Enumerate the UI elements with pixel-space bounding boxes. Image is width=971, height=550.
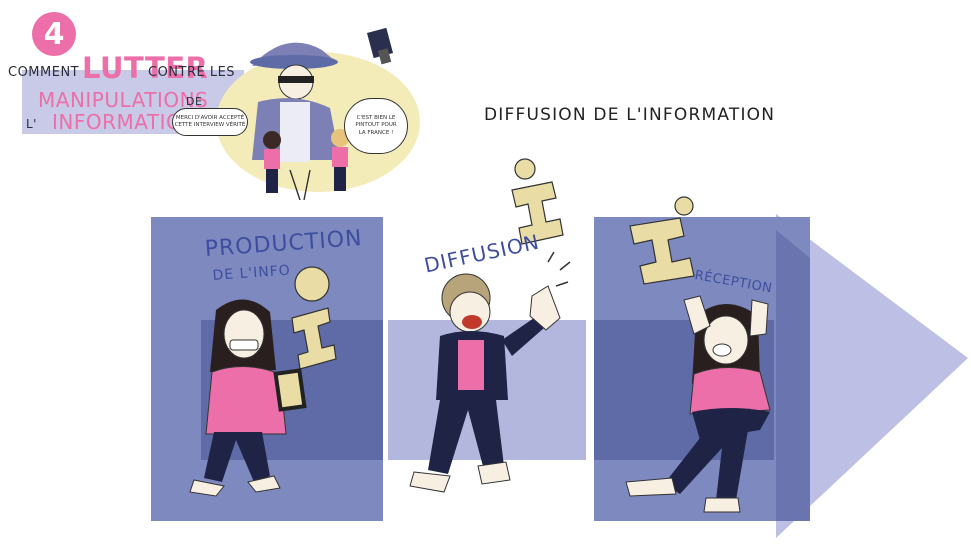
projector-icon — [366, 27, 394, 65]
title-manipulations: MANIPULATIONS — [38, 88, 209, 112]
diffuser-character — [409, 251, 571, 493]
title-comment: COMMENT — [8, 65, 80, 80]
info-i-icon — [511, 158, 564, 245]
speech-bubble-left: MERCI D'AVOIR ACCEPTÉ CETTE INTERVIEW VÉ… — [172, 108, 248, 136]
title-lutter: LUTTER — [82, 51, 209, 85]
receiver-character — [625, 295, 771, 513]
title-l: L' — [26, 117, 37, 131]
info-i-icon — [291, 266, 337, 370]
title-de: DE — [186, 95, 203, 108]
title-information: INFORMATION — [52, 110, 198, 134]
speech-bubble-right: C'EST BIEN LE PINTOUT POUR LA FRANCE ! — [344, 98, 408, 154]
info-i-icon — [629, 196, 695, 285]
chapter-badge: 4 — [32, 12, 76, 56]
producer-character — [189, 299, 307, 497]
flow-arrow — [776, 214, 968, 538]
main-title: DIFFUSION DE L'INFORMATION — [484, 105, 776, 125]
title-contre-les: CONTRE LES — [148, 65, 236, 80]
interview-illustration — [216, 27, 420, 200]
